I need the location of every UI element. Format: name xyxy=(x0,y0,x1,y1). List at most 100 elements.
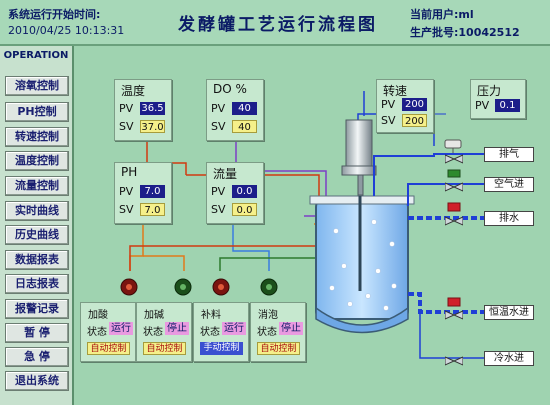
sidebar-heading: OPERATION xyxy=(3,50,69,61)
temperature-sv-value[interactable]: 37.0 xyxy=(140,120,165,133)
temperature-panel[interactable]: 温度 PV 36.5 SV 37.0 xyxy=(114,79,172,141)
sidebar-item-data-report[interactable]: 数据报表 xyxy=(5,250,69,270)
flow-pv-value: 0.0 xyxy=(232,185,257,198)
antifoam-control-name: 消泡 xyxy=(258,310,278,321)
feed-state-label: 状态 xyxy=(200,327,220,338)
air-valve-actuator-icon xyxy=(446,164,462,178)
signal-line-flow xyxy=(232,220,270,271)
start-time-label: 系统运行开始时间: xyxy=(8,8,101,21)
do-pv-value: 40 xyxy=(232,102,257,115)
motor-coupling xyxy=(357,174,364,196)
antifoam-control-panel: 消泡 状态 停止 自动控制 xyxy=(250,302,306,362)
sidebar-item-alarm-record[interactable]: 报警记录 xyxy=(5,299,69,319)
motor-base xyxy=(341,165,377,176)
pressure-title: 压力 xyxy=(477,84,502,98)
process-piping xyxy=(129,91,486,359)
speed-sv-label: SV xyxy=(381,114,396,127)
acid-pump-icon[interactable] xyxy=(118,276,140,298)
speed-sv-value[interactable]: 200 xyxy=(402,114,427,127)
base-control-name: 加碱 xyxy=(144,310,164,321)
sidebar-item-ph-control[interactable]: PH控制 xyxy=(5,102,69,122)
speed-pv-value: 200 xyxy=(402,98,427,111)
pressure-pv-label: PV xyxy=(475,99,490,112)
base-state-label: 状态 xyxy=(143,327,163,338)
temperature-pv-label: PV xyxy=(119,102,134,115)
flow-sv-value[interactable]: 0.0 xyxy=(232,203,257,216)
do-title: DO % xyxy=(213,82,247,96)
process-diagram: 排气 空气进 排水 恒温水进 冷水进 温度 PV 36.5 SV 37.0 DO… xyxy=(74,46,550,405)
speed-title: 转速 xyxy=(383,84,408,98)
signal-line-ph-base xyxy=(143,255,185,271)
exhaust-pipe xyxy=(373,153,486,196)
do-pv-label: PV xyxy=(211,102,226,115)
feed-pump-icon[interactable] xyxy=(210,276,232,298)
do-sv-label: SV xyxy=(211,120,226,133)
ph-pv-value: 7.0 xyxy=(140,185,165,198)
batch-number: 生产批号:10042512 xyxy=(410,26,520,39)
pause-button[interactable]: 暂 停 xyxy=(5,323,69,343)
antifoam-state-label: 状态 xyxy=(257,327,277,338)
feed-line-base xyxy=(219,257,328,271)
sidebar-item-history-curve[interactable]: 历史曲线 xyxy=(5,225,69,245)
exhaust-valve-icon[interactable] xyxy=(444,150,464,164)
emergency-stop-button[interactable]: 急 停 xyxy=(5,347,69,367)
ph-sv-label: SV xyxy=(119,203,134,216)
feed-control-name: 补料 xyxy=(201,310,221,321)
header-bar: 系统运行开始时间: 2010/04/25 10:13:31 发酵罐工艺运行流程图… xyxy=(0,0,550,46)
acid-control-name: 加酸 xyxy=(88,310,108,321)
air-inlet-valve-icon[interactable] xyxy=(444,178,464,192)
sidebar-item-realtime-curve[interactable]: 实时曲线 xyxy=(5,201,69,221)
pressure-panel[interactable]: 压力 PV 0.1 xyxy=(470,79,526,119)
sidebar-item-speed-control[interactable]: 转速控制 xyxy=(5,127,69,147)
current-user: 当前用户:ml xyxy=(410,8,474,21)
ph-panel[interactable]: PH PV 7.0 SV 7.0 xyxy=(114,162,172,224)
pressure-sensor-icon xyxy=(443,138,463,153)
base-pump-icon[interactable] xyxy=(172,276,194,298)
ph-pv-label: PV xyxy=(119,185,134,198)
sidebar-item-do-control[interactable]: 溶氧控制 xyxy=(5,76,69,96)
antifoam-pump-icon[interactable] xyxy=(258,276,280,298)
cold-water-valve-icon[interactable] xyxy=(444,352,464,366)
feed-mode-button[interactable]: 手动控制 xyxy=(200,342,243,355)
ph-sv-value[interactable]: 7.0 xyxy=(140,203,165,216)
temperature-title: 温度 xyxy=(121,84,146,98)
vessel-flange xyxy=(309,195,415,205)
exit-system-button[interactable]: 退出系统 xyxy=(5,371,69,391)
flow-panel[interactable]: 流量 PV 0.0 SV 0.0 xyxy=(206,162,264,224)
antifoam-state-badge: 停止 xyxy=(279,322,303,335)
start-time-value: 2010/04/25 10:13:31 xyxy=(8,24,125,37)
flow-sv-label: SV xyxy=(211,203,226,216)
drain-valve-icon[interactable] xyxy=(444,212,464,226)
fermenter-vessel xyxy=(315,198,409,320)
base-mode-button[interactable]: 自动控制 xyxy=(143,342,186,355)
cold-water-inlet-label: 冷水进 xyxy=(484,351,534,366)
exhaust-label: 排气 xyxy=(484,147,534,162)
pressure-pv-value: 0.1 xyxy=(495,99,520,112)
air-inlet-label: 空气进 xyxy=(484,177,534,192)
acid-state-badge: 运行 xyxy=(109,322,133,335)
hot-water-inlet-label: 恒温水进 xyxy=(484,305,534,320)
speed-panel[interactable]: 转速 PV 200 SV 200 xyxy=(376,79,434,133)
feed-control-panel: 补料 状态 运行 手动控制 xyxy=(193,302,249,362)
do-panel[interactable]: DO % PV 40 SV 40 xyxy=(206,79,264,141)
feed-state-badge: 运行 xyxy=(222,322,246,335)
do-sv-value[interactable]: 40 xyxy=(232,120,257,133)
base-state-badge: 停止 xyxy=(165,322,189,335)
drain-label: 排水 xyxy=(484,211,534,226)
cold-water-pipe xyxy=(419,312,486,359)
antifoam-mode-button[interactable]: 自动控制 xyxy=(257,342,300,355)
sidebar-item-flow-control[interactable]: 流量控制 xyxy=(5,176,69,196)
base-control-panel: 加碱 状态 停止 自动控制 xyxy=(136,302,192,362)
sidebar-item-temperature-control[interactable]: 温度控制 xyxy=(5,151,69,171)
aeration-bubbles xyxy=(329,219,397,311)
hot-water-valve-icon[interactable] xyxy=(444,306,464,320)
acid-mode-button[interactable]: 自动控制 xyxy=(87,342,130,355)
hot-water-valve-actuator-icon xyxy=(446,294,462,307)
drain-valve-actuator-icon xyxy=(446,199,462,212)
page-title: 发酵罐工艺运行流程图 xyxy=(178,15,378,35)
temperature-pv-value: 36.5 xyxy=(140,102,165,115)
acid-state-label: 状态 xyxy=(87,327,107,338)
flow-title: 流量 xyxy=(213,167,238,181)
sidebar-item-log-report[interactable]: 日志报表 xyxy=(5,274,69,294)
vessel-bottom xyxy=(315,306,409,334)
